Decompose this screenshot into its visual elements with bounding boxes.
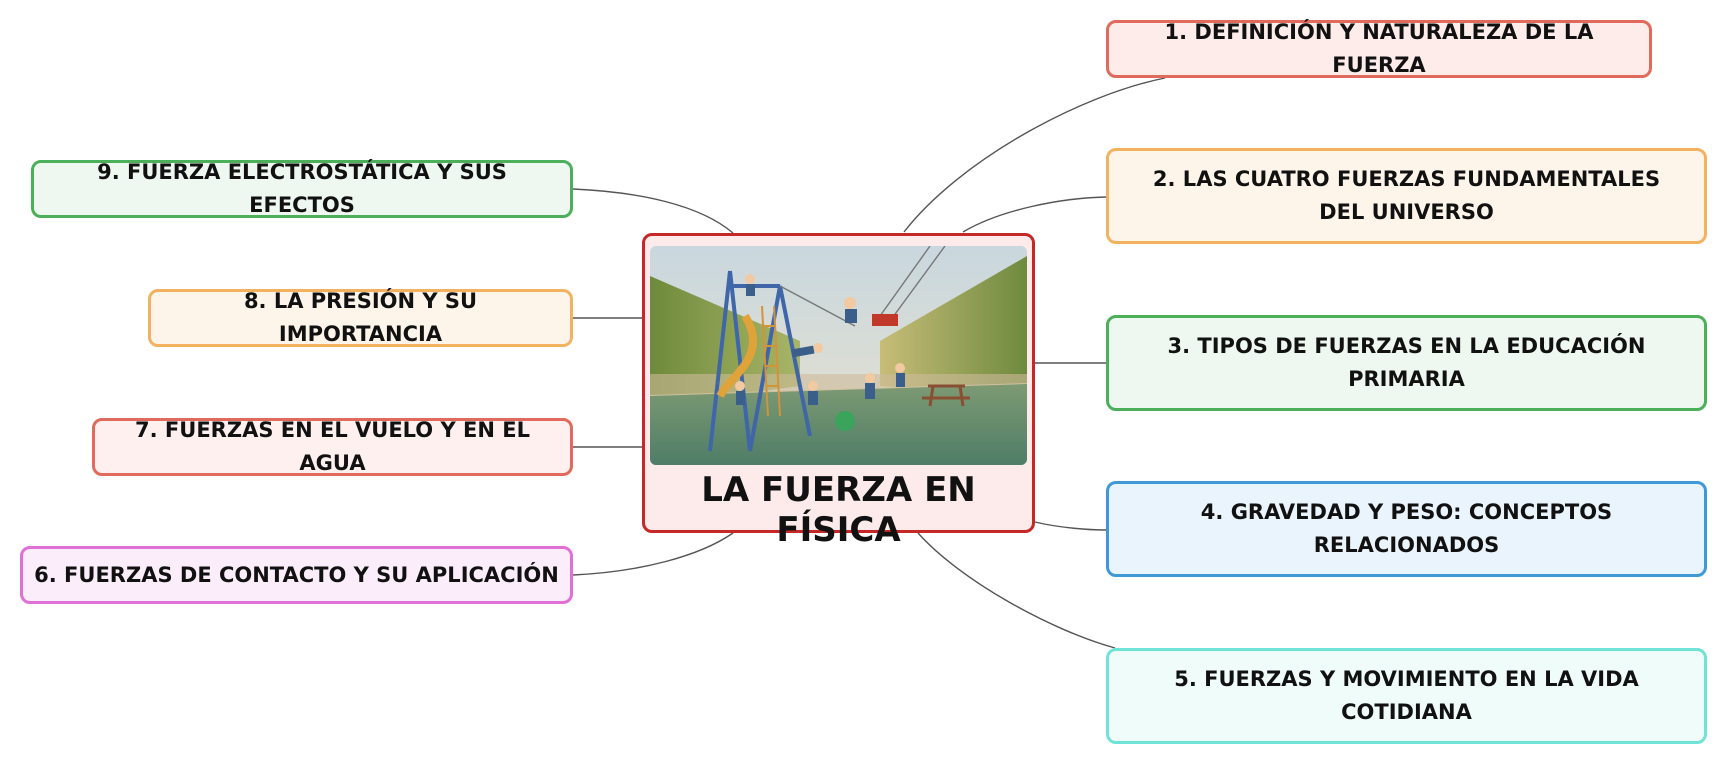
topic-label: 4. GRAVEDAD Y PESO: CONCEPTOS RELACIONAD… bbox=[1200, 500, 1613, 557]
connector-t9 bbox=[572, 188, 734, 234]
topic-label: 8. LA PRESIÓN Y SU IMPORTANCIA bbox=[243, 289, 478, 346]
central-title: LA FUERZA EN FÍSICA bbox=[701, 470, 976, 550]
connector-t4 bbox=[1034, 521, 1107, 531]
topic-node-4[interactable]: 4. GRAVEDAD Y PESO: CONCEPTOS RELACIONAD… bbox=[1106, 481, 1707, 577]
topic-label: 1. DEFINICIÓN Y NATURALEZA DE LA FUERZA bbox=[1164, 20, 1594, 77]
topic-node-2[interactable]: 2. LAS CUATRO FUERZAS FUNDAMENTALES DEL … bbox=[1106, 148, 1707, 244]
connector-t2 bbox=[962, 196, 1107, 233]
topic-node-9[interactable]: 9. FUERZA ELECTROSTÁTICA Y SUS EFECTOS bbox=[31, 160, 573, 218]
topic-label: 3. TIPOS DE FUERZAS EN LA EDUCACIÓN PRIM… bbox=[1167, 334, 1646, 391]
topic-label: 2. LAS CUATRO FUERZAS FUNDAMENTALES DEL … bbox=[1152, 167, 1661, 224]
playground-illustration bbox=[650, 246, 1027, 465]
topic-label: 9. FUERZA ELECTROSTÁTICA Y SUS EFECTOS bbox=[97, 160, 507, 217]
topic-node-8[interactable]: 8. LA PRESIÓN Y SU IMPORTANCIA bbox=[148, 289, 573, 347]
topic-node-6[interactable]: 6. FUERZAS DE CONTACTO Y SU APLICACIÓN bbox=[20, 546, 573, 604]
topic-label: 5. FUERZAS Y MOVIMIENTO EN LA VIDA COTID… bbox=[1174, 667, 1639, 724]
topic-node-3[interactable]: 3. TIPOS DE FUERZAS EN LA EDUCACIÓN PRIM… bbox=[1106, 315, 1707, 411]
connector-t5 bbox=[917, 532, 1116, 649]
topic-node-7[interactable]: 7. FUERZAS EN EL VUELO Y EN EL AGUA bbox=[92, 418, 573, 476]
topic-label: 7. FUERZAS EN EL VUELO Y EN EL AGUA bbox=[135, 418, 530, 475]
topic-node-5[interactable]: 5. FUERZAS Y MOVIMIENTO EN LA VIDA COTID… bbox=[1106, 648, 1707, 744]
topic-label: 6. FUERZAS DE CONTACTO Y SU APLICACIÓN bbox=[34, 562, 559, 587]
central-topic[interactable]: LA FUERZA EN FÍSICA bbox=[642, 233, 1035, 550]
topic-node-1[interactable]: 1. DEFINICIÓN Y NATURALEZA DE LA FUERZA bbox=[1106, 20, 1652, 78]
